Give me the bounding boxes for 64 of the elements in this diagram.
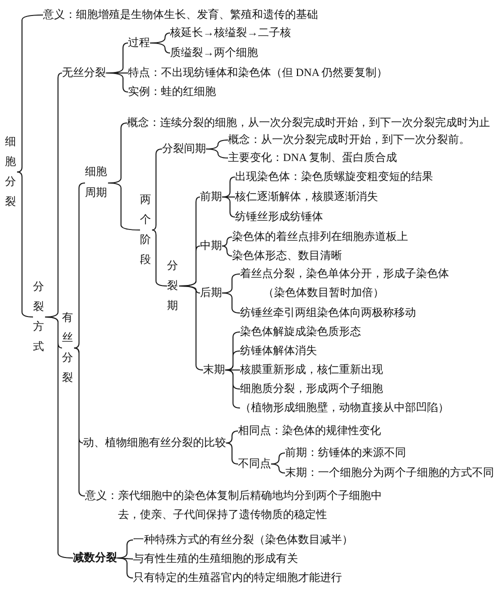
detail-text: 只有特定的生殖器官内的特定细胞才能进行 xyxy=(133,570,342,586)
detail-text: 意义：细胞增殖是生物体生长、发育、繁殖和遗传的基础 xyxy=(43,7,318,23)
detail-text: （植物形成细胞壁，动物直接从中部凹陷） xyxy=(240,400,449,416)
topic-label: 不同点 xyxy=(238,456,271,472)
topic-label: 减数分裂 xyxy=(73,550,117,566)
detail-text: 核仁逐渐解体，核膜逐渐消失 xyxy=(235,189,378,205)
topic-label: 末期 xyxy=(203,362,225,378)
brace-connector xyxy=(74,182,86,348)
detail-text: 末期：一个细胞分为两个子细胞的方式不同 xyxy=(285,465,494,481)
brace-connector xyxy=(152,148,162,230)
detail-text: 概念：从一次分裂完成时开始，到下一次分裂前。 xyxy=(228,132,470,148)
detail-text: 实例：蛙的红细胞 xyxy=(128,84,216,100)
detail-text: 染色体的着丝点排列在细胞赤道板上 xyxy=(232,229,408,245)
topic-label: 有丝分裂 xyxy=(62,308,74,388)
detail-text: 与有性生殖的生殖细胞的形成有关 xyxy=(133,551,298,567)
brace-connector xyxy=(16,172,34,318)
detail-text: 一种特殊方式的有丝分裂（染色体数目减半） xyxy=(133,532,353,548)
detail-text: 核延长→核缢裂→二子核 xyxy=(170,25,291,41)
brace-connector xyxy=(226,442,238,464)
brace-connector xyxy=(178,286,204,370)
detail-text: 质缢裂→两个细胞 xyxy=(170,45,258,61)
topic-label: 后期 xyxy=(200,285,222,301)
brace-connector xyxy=(226,430,238,444)
brace-connector xyxy=(152,230,168,286)
brace-connector xyxy=(222,246,232,256)
topic-label: 两个阶段 xyxy=(140,190,152,270)
topic-label: 中期 xyxy=(200,238,222,254)
brace-connector xyxy=(108,182,140,230)
brace-connector xyxy=(206,148,228,158)
detail-text: 意义：亲代细胞中的染色体复制后精确地均分到两个子细胞中去，使亲、子代间保持了遗传物质的稳定性 xyxy=(85,486,384,524)
topic-label: 分裂间期 xyxy=(162,141,206,157)
topic-label: 前期 xyxy=(200,189,222,205)
topic-label: 细胞周期 xyxy=(85,162,108,204)
brace-connector xyxy=(116,558,134,578)
detail-text: 纺锤丝牵引两组染色体向两极称移动 xyxy=(240,305,416,321)
topic-label: 分裂方式 xyxy=(33,277,45,357)
detail-text: 出现染色体：染色质螺旋变粗变短的结果 xyxy=(235,169,433,185)
detail-text: 核膜重新形成，核仁重新出现 xyxy=(240,362,383,378)
detail-text: 相同点：染色体的规律性变化 xyxy=(238,423,381,439)
brace-connector xyxy=(150,42,170,54)
detail-text: 特点：不出现纺锤体和染色体（但 DNA 仍然要复制） xyxy=(128,65,388,81)
brace-connector xyxy=(224,370,240,408)
brace-connector xyxy=(16,14,44,172)
detail-text: 前期：纺锤体的来源不同 xyxy=(285,445,406,461)
brace-connector xyxy=(222,196,236,218)
brace-connector xyxy=(106,72,128,92)
brace-connector xyxy=(270,464,286,474)
detail-text: 纺锤丝形成纺锤体 xyxy=(235,209,323,225)
detail-text: 细胞质分裂，形成两个子细胞 xyxy=(240,381,383,397)
detail-text: 概念：连续分裂的细胞，从一次分裂完成时开始，到下一次分裂完成时为止 xyxy=(127,115,490,131)
brace-connector xyxy=(222,292,240,314)
detail-text: 染色体形态、数目清晰 xyxy=(232,248,342,264)
brace-connector xyxy=(74,348,86,496)
detail-text: 着丝点分裂，染色单体分开，形成子染色体（染色体数目暂时加倍） xyxy=(240,264,454,302)
detail-text: 主要变化：DNA 复制、蛋白质合成 xyxy=(228,150,397,166)
detail-text: 染色体解旋成染色质形态 xyxy=(240,324,361,340)
detail-text: 纺锤体解体消失 xyxy=(240,343,317,359)
topic-label: 细胞分裂 xyxy=(5,132,17,212)
topic-label: 动、植物细胞有丝分裂的比较 xyxy=(83,435,226,451)
brace-connector xyxy=(44,316,74,558)
topic-label: 分裂期 xyxy=(167,256,179,316)
brace-connector xyxy=(222,236,232,246)
topic-label: 过程 xyxy=(128,35,150,51)
topic-label: 无丝分裂 xyxy=(62,65,106,81)
